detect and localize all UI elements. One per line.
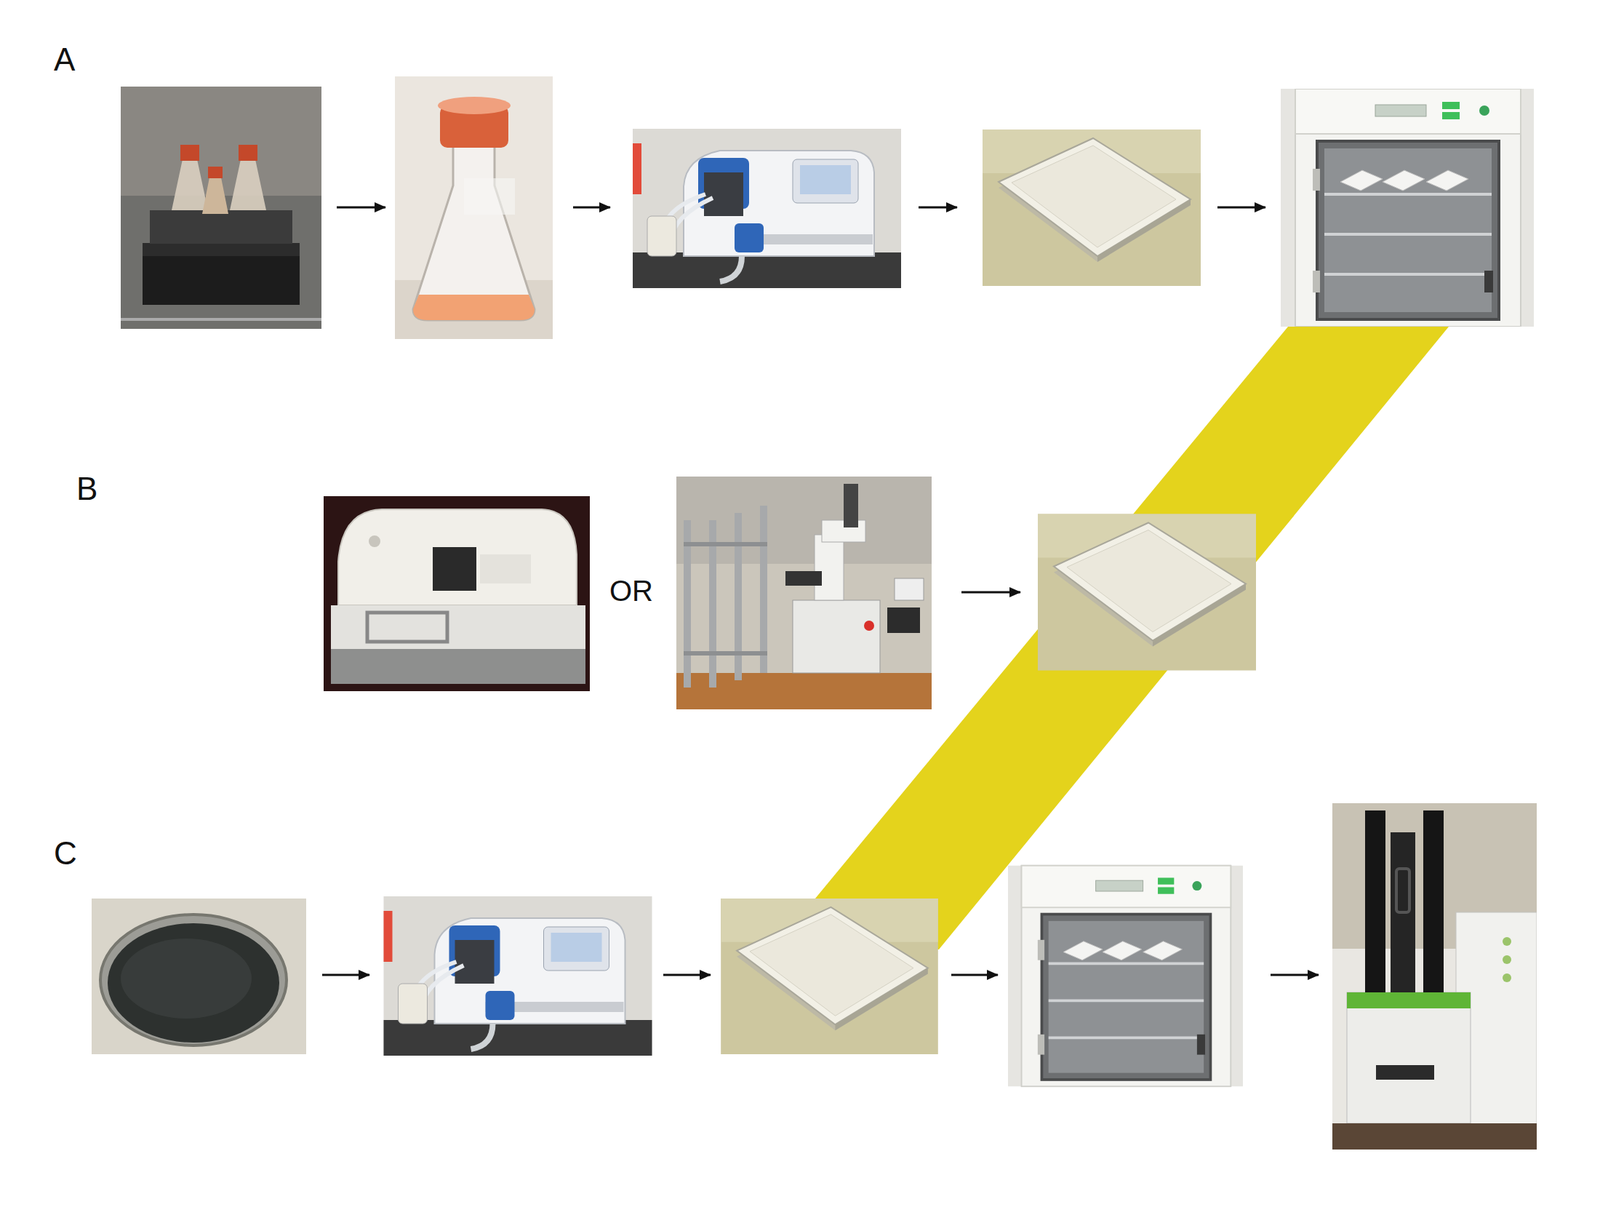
panel-letter: C xyxy=(53,837,78,870)
panel-letter: B xyxy=(76,472,98,505)
or-text: OR xyxy=(609,576,654,606)
panel-letter: A xyxy=(53,43,75,76)
